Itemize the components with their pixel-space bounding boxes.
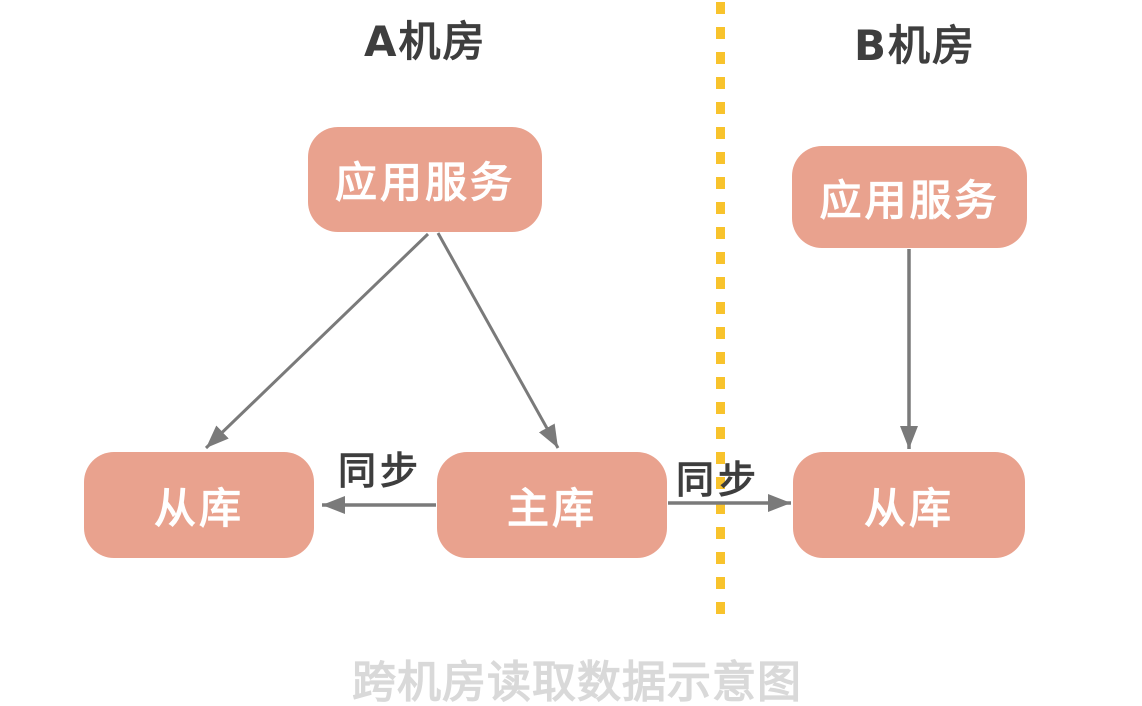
zone-label-b: B机房 [854,21,977,70]
node-label: 从库 [153,483,244,533]
node-label: 从库 [863,483,954,533]
node-label: 应用服务 [334,158,515,207]
diagram-caption: 跨机房读取数据示意图 [352,657,802,706]
arrow-a-app-to-a-slave [204,232,430,450]
arrow-a-app-to-a-master [436,232,560,449]
node-label: 应用服务 [819,175,1000,225]
node-label: 主库 [506,483,597,533]
sync-label-left: 同步 [338,449,423,493]
node-b-app-service: 应用服务 [792,146,1027,248]
node-a-app-service: 应用服务 [308,127,542,232]
zone-label-a: A机房 [364,17,487,66]
node-a-master-db: 主库 [437,452,667,558]
datacenter-divider-dashed-line [716,2,725,616]
node-b-slave-db: 从库 [793,452,1025,558]
node-a-slave-db: 从库 [84,452,314,558]
sync-label-right: 同步 [676,458,761,502]
